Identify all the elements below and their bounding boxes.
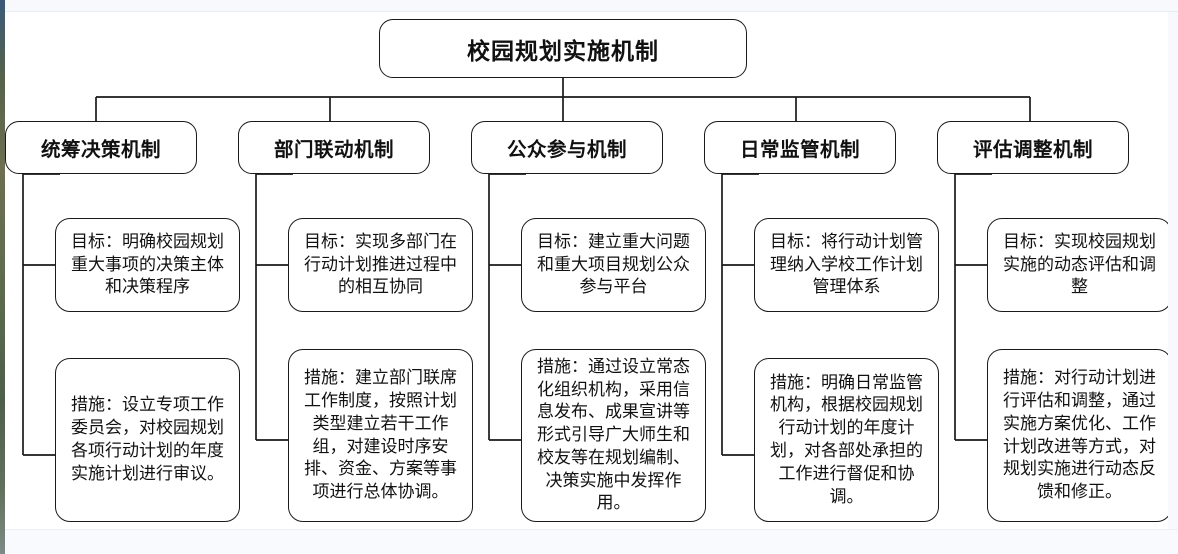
measure-node-pinggu-tiaozheng[interactable]: 措施：对行动计划进行评估和调整，通过实施方案优化、工作计划改进等方式，对规划实施… xyxy=(987,349,1172,522)
goal-node-pinggu-tiaozheng[interactable]: 目标：实现校园规划实施的动态评估和调整 xyxy=(987,218,1172,312)
root-node-label: 校园规划实施机制 xyxy=(467,37,659,65)
goal-node-bumen-liandong[interactable]: 目标：实现多部门在行动计划推进过程中的相互协同 xyxy=(288,218,473,312)
measure-node-bumen-liandong[interactable]: 措施：建立部门联席工作制度，按照计划类型建立若干工作组，对建设时序安排、资金、方… xyxy=(288,349,473,522)
measure-node-text: 措施：设立专项工作委员会，对校园规划各项行动计划的年度实施计划进行审议。 xyxy=(71,395,224,484)
goal-node-text: 目标：实现多部门在行动计划推进过程中的相互协同 xyxy=(304,231,457,298)
mechanism-node-richang-jianguan[interactable]: 日常监管机制 xyxy=(704,121,896,174)
goal-node-richang-jianguan[interactable]: 目标：将行动计划管理纳入学校工作计划管理体系 xyxy=(754,218,939,312)
goal-node-text: 目标：明确校园规划重大事项的决策主体和决策程序 xyxy=(71,231,224,298)
mechanism-node-label: 评估调整机制 xyxy=(972,138,1093,161)
goal-node-text: 目标：将行动计划管理纳入学校工作计划管理体系 xyxy=(770,231,923,298)
goal-node-tongchou-juece[interactable]: 目标：明确校园规划重大事项的决策主体和决策程序 xyxy=(55,218,240,312)
measure-node-text: 措施：建立部门联席工作制度，按照计划类型建立若干工作组，对建设时序安排、资金、方… xyxy=(304,368,457,503)
mechanism-node-label: 统筹决策机制 xyxy=(40,138,161,161)
goal-node-text: 目标：实现校园规划实施的动态评估和调整 xyxy=(1003,231,1156,298)
measure-node-text: 措施：通过设立常态化组织机构，采用信息发布、成果宣讲等形式引导广大师生和校友等在… xyxy=(537,356,690,514)
mechanism-node-gongzhong-canyu[interactable]: 公众参与机制 xyxy=(471,121,663,174)
goal-node-text: 目标：建立重大问题和重大项目规划公众参与平台 xyxy=(537,231,690,298)
mechanism-node-label: 日常监管机制 xyxy=(739,138,860,161)
measure-node-text: 措施：对行动计划进行评估和调整，通过实施方案优化、工作计划改进等方式，对规划实施… xyxy=(1003,368,1156,503)
measure-node-richang-jianguan[interactable]: 措施：明确日常监管机构，根据校园规划行动计划的年度计划，对各部处承担的工作进行督… xyxy=(754,358,939,522)
mechanism-node-pinggu-tiaozheng[interactable]: 评估调整机制 xyxy=(937,121,1129,174)
mechanism-node-bumen-liandong[interactable]: 部门联动机制 xyxy=(238,121,430,174)
desktop-edge-sliver xyxy=(0,0,5,554)
root-node-campus-planning-implementation-mechanism[interactable]: 校园规划实施机制 xyxy=(379,19,747,78)
measure-node-gongzhong-canyu[interactable]: 措施：通过设立常态化组织机构，采用信息发布、成果宣讲等形式引导广大师生和校友等在… xyxy=(521,349,706,522)
mechanism-node-label: 部门联动机制 xyxy=(273,138,394,161)
document-right-margin xyxy=(1168,0,1178,554)
measure-node-tongchou-juece[interactable]: 措施：设立专项工作委员会，对校园规划各项行动计划的年度实施计划进行审议。 xyxy=(55,358,240,522)
measure-node-text: 措施：明确日常监管机构，根据校园规划行动计划的年度计划，对各部处承担的工作进行督… xyxy=(770,372,923,507)
mechanism-node-tongchou-juece[interactable]: 统筹决策机制 xyxy=(5,121,197,174)
document-bottom-margin xyxy=(0,529,1178,554)
mechanism-node-label: 公众参与机制 xyxy=(506,138,627,161)
goal-node-gongzhong-canyu[interactable]: 目标：建立重大问题和重大项目规划公众参与平台 xyxy=(521,218,706,312)
document-top-margin xyxy=(0,0,1178,12)
